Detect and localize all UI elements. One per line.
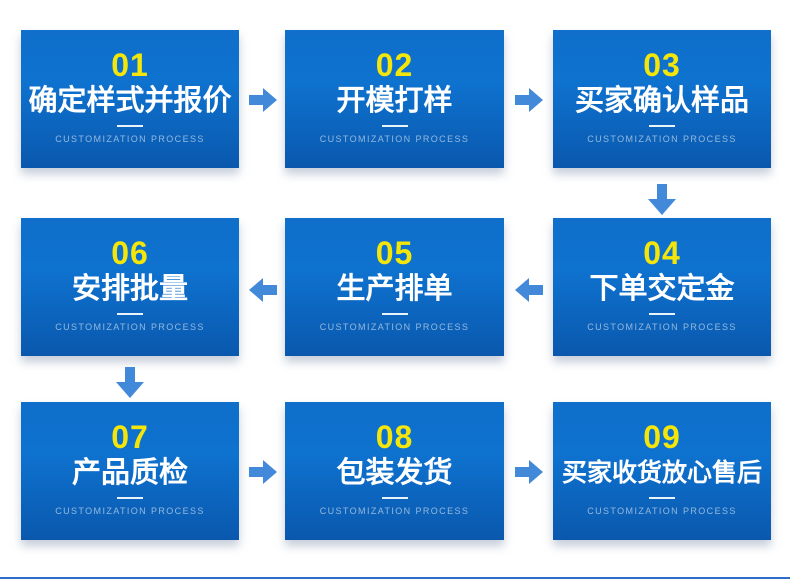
- step-number: 02: [375, 47, 414, 83]
- step-title: 生产排单: [336, 273, 453, 305]
- step-underline: [649, 313, 675, 315]
- arrow-right-icon: [249, 88, 277, 112]
- step-subtitle: CUSTOMIZATION PROCESS: [319, 506, 470, 516]
- step-title: 开模打样: [336, 85, 453, 117]
- arrow-left-icon: [249, 278, 277, 302]
- step-subtitle: CUSTOMIZATION PROCESS: [55, 134, 205, 144]
- step-title: 产品质检: [71, 457, 188, 489]
- step-box-07: 07 产品质检 CUSTOMIZATION PROCESS: [21, 402, 239, 540]
- step-box-05: 05 生产排单 CUSTOMIZATION PROCESS: [285, 218, 504, 356]
- step-box-08: 08 包装发货 CUSTOMIZATION PROCESS: [285, 402, 504, 540]
- step-number: 08: [375, 419, 414, 455]
- arrow-down-icon: [116, 367, 144, 398]
- step-subtitle: CUSTOMIZATION PROCESS: [587, 506, 737, 516]
- arrow-down-icon: [648, 184, 676, 215]
- step-underline: [117, 313, 143, 315]
- step-title: 安排批量: [71, 273, 188, 305]
- step-box-03: 03 买家确认样品 CUSTOMIZATION PROCESS: [553, 30, 771, 168]
- arrow-right-icon: [515, 460, 543, 484]
- step-underline: [381, 313, 408, 315]
- step-box-02: 02 开模打样 CUSTOMIZATION PROCESS: [285, 30, 504, 168]
- step-subtitle: CUSTOMIZATION PROCESS: [319, 322, 470, 332]
- arrow-left-icon: [515, 278, 543, 302]
- step-box-09: 09 买家收货放心售后 CUSTOMIZATION PROCESS: [553, 402, 771, 540]
- step-subtitle: CUSTOMIZATION PROCESS: [319, 134, 470, 144]
- step-subtitle: CUSTOMIZATION PROCESS: [55, 322, 205, 332]
- step-underline: [649, 125, 675, 127]
- step-number: 03: [643, 47, 681, 83]
- step-title: 买家收货放心售后: [561, 459, 762, 487]
- bottom-divider-line: [0, 577, 790, 579]
- step-box-04: 04 下单交定金 CUSTOMIZATION PROCESS: [553, 218, 771, 356]
- step-underline: [117, 497, 143, 499]
- step-underline: [117, 125, 143, 127]
- step-subtitle: CUSTOMIZATION PROCESS: [587, 134, 737, 144]
- step-box-06: 06 安排批量 CUSTOMIZATION PROCESS: [21, 218, 239, 356]
- step-box-01: 01 确定样式并报价 CUSTOMIZATION PROCESS: [21, 30, 239, 168]
- step-number: 05: [375, 235, 414, 271]
- step-title: 下单交定金: [589, 273, 735, 305]
- step-title: 确定样式并报价: [28, 85, 232, 117]
- step-subtitle: CUSTOMIZATION PROCESS: [587, 322, 737, 332]
- step-underline: [381, 125, 408, 127]
- arrow-right-icon: [515, 88, 543, 112]
- arrow-right-icon: [249, 460, 277, 484]
- step-number: 09: [643, 419, 681, 455]
- step-subtitle: CUSTOMIZATION PROCESS: [55, 506, 205, 516]
- step-number: 04: [643, 235, 681, 271]
- step-title: 买家确认样品: [574, 85, 749, 117]
- step-number: 06: [111, 235, 149, 271]
- step-underline: [649, 497, 675, 499]
- step-number: 07: [111, 419, 149, 455]
- step-number: 01: [111, 47, 149, 83]
- step-title: 包装发货: [336, 457, 453, 489]
- step-underline: [381, 497, 408, 499]
